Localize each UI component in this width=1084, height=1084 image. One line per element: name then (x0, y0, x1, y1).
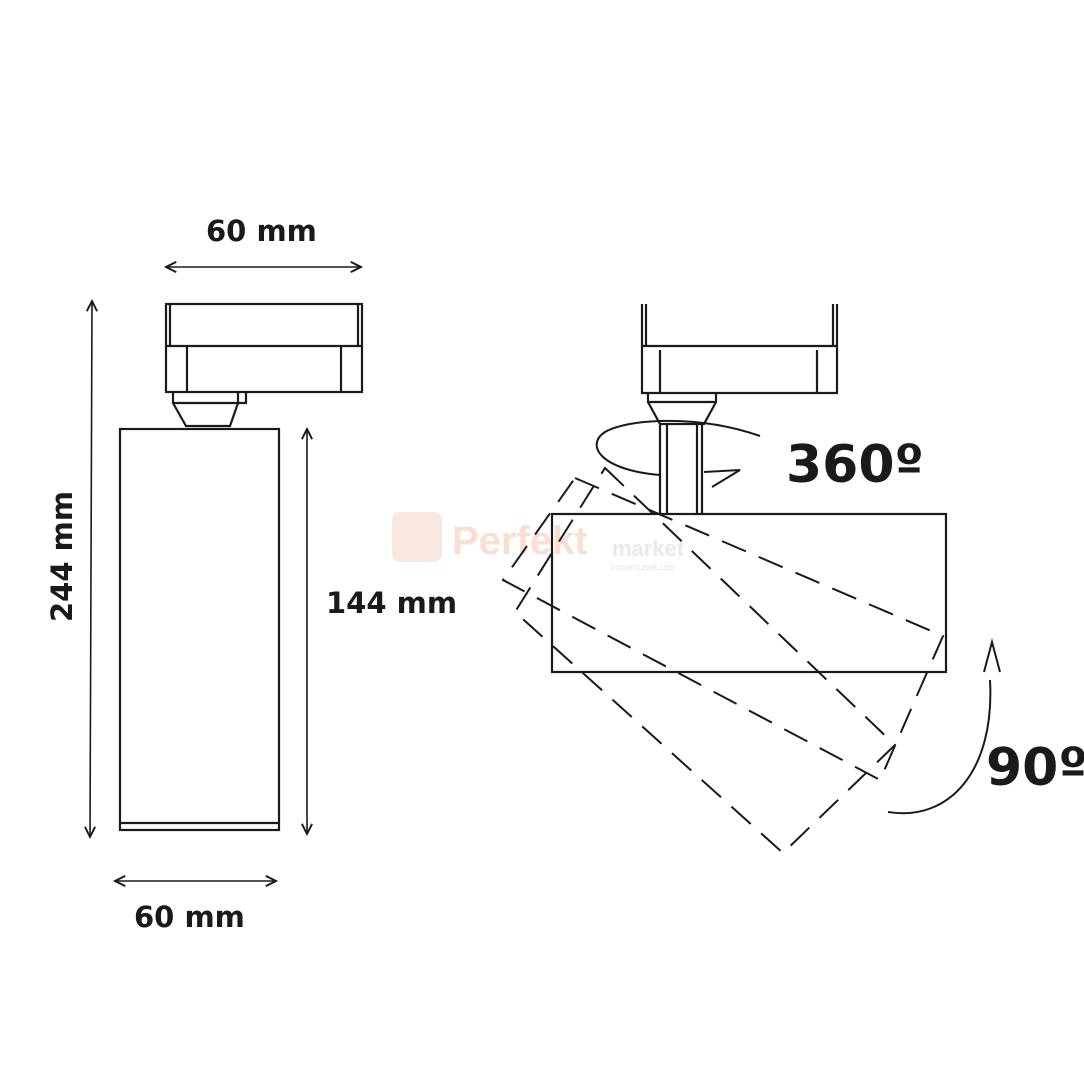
watermark-tagline: OŚWIETLENIE LED (610, 563, 674, 572)
side-view (501, 304, 1001, 855)
rotation-arrow-icon (703, 469, 741, 488)
watermark-suffix: market (612, 536, 685, 561)
body-height-label: 144 mm (326, 586, 457, 620)
watermark: Perfekt market OŚWIETLENIE LED (392, 512, 685, 572)
stem (658, 425, 704, 515)
total-height-dimension-line (90, 301, 92, 837)
lamp-body (118, 427, 281, 832)
lamp-body-side (550, 512, 948, 674)
connector-side (646, 393, 718, 426)
track-adapter-side (640, 304, 839, 395)
watermark-logo-icon (392, 512, 442, 562)
front-view (118, 302, 364, 832)
bottom-width-label: 60 mm (134, 900, 245, 934)
rotation-label: 360º (786, 435, 924, 495)
tilt-arrow-icon (983, 638, 1001, 673)
track-adapter (164, 302, 364, 394)
tilt-label: 90º (986, 738, 1084, 798)
tilt-position-2 (513, 466, 897, 855)
total-height-label: 244 mm (45, 491, 79, 622)
rotation-arc (595, 419, 761, 476)
connector (171, 393, 248, 428)
tilt-arc (887, 679, 992, 815)
top-width-label: 60 mm (206, 214, 317, 248)
